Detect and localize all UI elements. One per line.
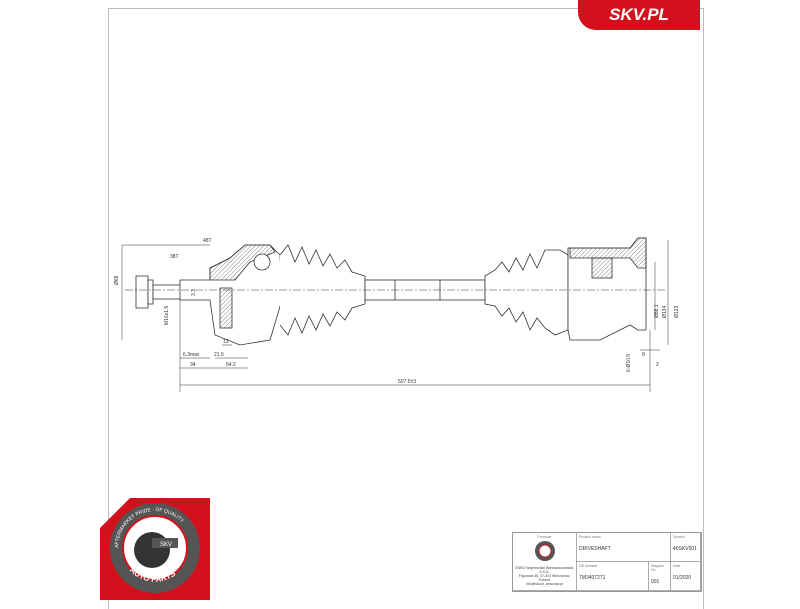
dim-holes: 6-Ø10.5 xyxy=(626,354,632,372)
dim-thread: M16x1.5 xyxy=(164,306,170,325)
drawing-frame xyxy=(108,8,704,609)
dimension-lines xyxy=(121,240,669,392)
dim-small: 3.3 xyxy=(191,289,197,296)
dim-6-3max: 6.3max xyxy=(183,352,200,358)
dim-2: 2 xyxy=(656,362,659,368)
title-block: Producer ESKO Wojewódzki Wielozawodowski… xyxy=(512,532,702,592)
dim-34: 34 xyxy=(190,362,196,368)
abs-ring xyxy=(219,287,233,329)
seal-center-text: SKV xyxy=(160,542,172,548)
outer-joint-hatch xyxy=(209,244,276,281)
dim-8: 8 xyxy=(642,352,645,358)
dim-48t: 48T xyxy=(203,238,212,244)
company-name: ESKO Wojewódzki Wielozawodowski S.K.A. xyxy=(515,566,574,574)
producer-logo xyxy=(534,541,555,561)
inner-joint-hatch xyxy=(569,237,647,269)
dim-38t: 38T xyxy=(170,254,179,260)
tripod xyxy=(591,257,613,279)
skv-logo[interactable]: SKV.PL xyxy=(578,0,700,30)
bolt-shank xyxy=(152,284,182,300)
dim-total: 507.5±3 xyxy=(398,379,416,385)
dim-13: 13 xyxy=(223,339,229,345)
right-boot xyxy=(484,249,569,336)
producer-cell: Producer ESKO Wojewódzki Wielozawodowski… xyxy=(513,533,577,591)
bolt-flange xyxy=(147,279,154,305)
dim-r2: Ø134 xyxy=(662,306,668,318)
dim-54-2: 54.2 xyxy=(226,362,236,368)
ball xyxy=(253,253,271,271)
bolt-head xyxy=(135,275,149,309)
dim-r1: Ø88.1 xyxy=(654,304,660,318)
seal-logo: SKV AFTERMARKET PRIDE · OF QUALITY AUTO … xyxy=(100,498,210,600)
dim-d-left: Ø68 xyxy=(114,275,120,285)
dim-r3: Ø123 xyxy=(674,306,680,318)
dim-21-5: 21.5 xyxy=(214,352,224,358)
